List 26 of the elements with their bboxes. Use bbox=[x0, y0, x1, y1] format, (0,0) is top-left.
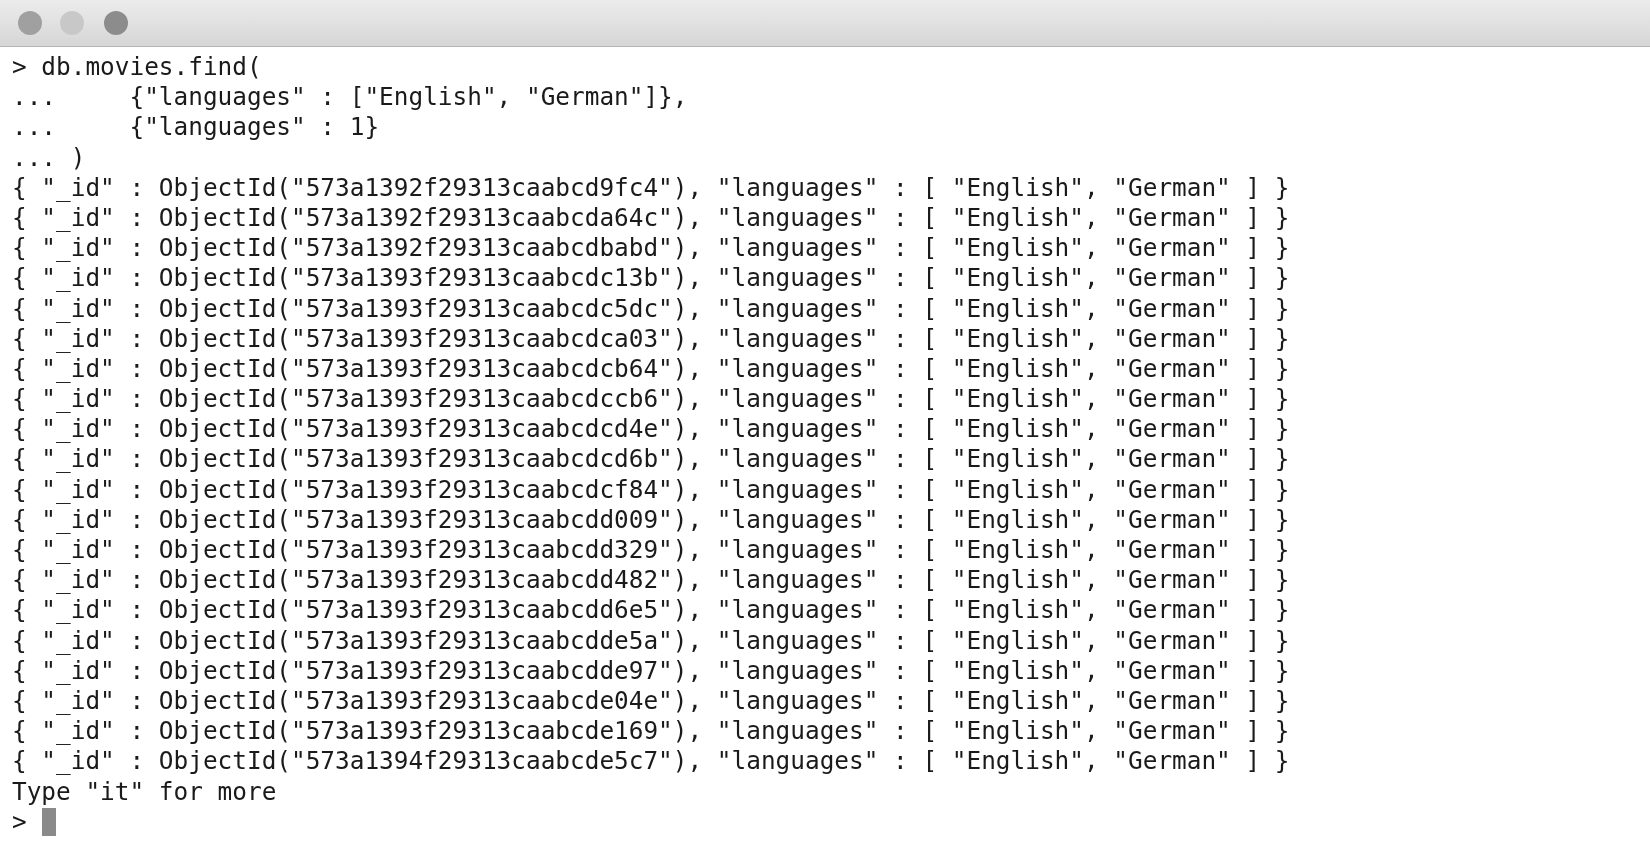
terminal-text-line: ... {"languages" : 1} bbox=[12, 112, 380, 143]
terminal-text-line: { "_id" : ObjectId("573a1393f29313caabcdcd6b"), "languages" : [ "English", "German" ] } bbox=[12, 444, 1290, 475]
terminal-text-line: { "_id" : ObjectId("573a1392f29313caabcda64c"), "languages" : [ "English", "German" ] } bbox=[12, 202, 1290, 234]
terminal-text-line: { "_id" : ObjectId("573a1392f29313caabcd9fc4"), "languages" : [ "English", "German" ] } bbox=[12, 172, 1290, 203]
terminal-text-line: { "_id" : ObjectId("573a1393f29313caabcdc13b"), "languages" : [ "English", "German" ] } bbox=[12, 263, 1290, 294]
terminal-text-line: { "_id" : ObjectId("573a1393f29313caabcde169"), "languages" : [ "English", "German" ] } bbox=[12, 716, 1290, 747]
terminal-text-line: { "_id" : ObjectId("573a1393f29313caabcdde5a"), "languages" : [ "English", "German" ] } bbox=[12, 625, 1290, 656]
terminal-text-line: { "_id" : ObjectId("573a1393f29313caabcdc5dc"), "languages" : [ "English", "German" ] } bbox=[12, 293, 1290, 324]
terminal-text-line: { "_id" : ObjectId("573a1393f29313caabcdde97"), "languages" : [ "English", "German" ] } bbox=[12, 655, 1290, 686]
terminal-text-line: { "_id" : ObjectId("573a1394f29313caabcde5c7"), "languages" : [ "English", "German" ] } bbox=[12, 746, 1290, 777]
terminal-text-line: { "_id" : ObjectId("573a1393f29313caabcdd329"), "languages" : [ "English", "German" ] } bbox=[12, 535, 1290, 566]
terminal-text-line: Type "it" for more bbox=[12, 776, 277, 807]
terminal-text-line: { "_id" : ObjectId("573a1393f29313caabcdd6e5"), "languages" : [ "English", "German" ] } bbox=[12, 595, 1290, 626]
terminal-text-line: { "_id" : ObjectId("573a1393f29313caabcdcb64"), "languages" : [ "English", "German" ] } bbox=[12, 353, 1290, 385]
terminal-text-line: { "_id" : ObjectId("573a1393f29313caabcdcd4e"), "languages" : [ "English", "German" ] } bbox=[12, 414, 1290, 445]
terminal-text-line: { "_id" : ObjectId("573a1393f29313caabcdd009"), "languages" : [ "English", "German" ] } bbox=[12, 504, 1290, 535]
terminal-text-line: { "_id" : ObjectId("573a1393f29313caabcdccb6"), "languages" : [ "English", "German" ] } bbox=[12, 384, 1290, 415]
terminal-text-line: { "_id" : ObjectId("573a1393f29313caabcdd482"), "languages" : [ "English", "German" ] } bbox=[12, 565, 1290, 596]
terminal-text-line: ... ) bbox=[12, 142, 86, 173]
terminal-text-line: { "_id" : ObjectId("573a1393f29313caabcde04e"), "languages" : [ "English", "German" ] } bbox=[12, 685, 1290, 717]
terminal-text-line: { "_id" : ObjectId("573a1393f29313caabcdca03"), "languages" : [ "English", "German" ] } bbox=[12, 323, 1290, 354]
terminal-text-line: { "_id" : ObjectId("573a1393f29313caabcdcf84"), "languages" : [ "English", "German" ] } bbox=[12, 474, 1290, 505]
terminal-text-line: ... {"languages" : ["English", "German"]}, bbox=[12, 82, 688, 113]
terminal-text-line: > db.movies.find( bbox=[12, 52, 262, 83]
terminal-text-line: > bbox=[12, 806, 27, 837]
terminal-text-line: { "_id" : ObjectId("573a1392f29313caabcdbabd"), "languages" : [ "English", "German" ] } bbox=[12, 233, 1290, 264]
